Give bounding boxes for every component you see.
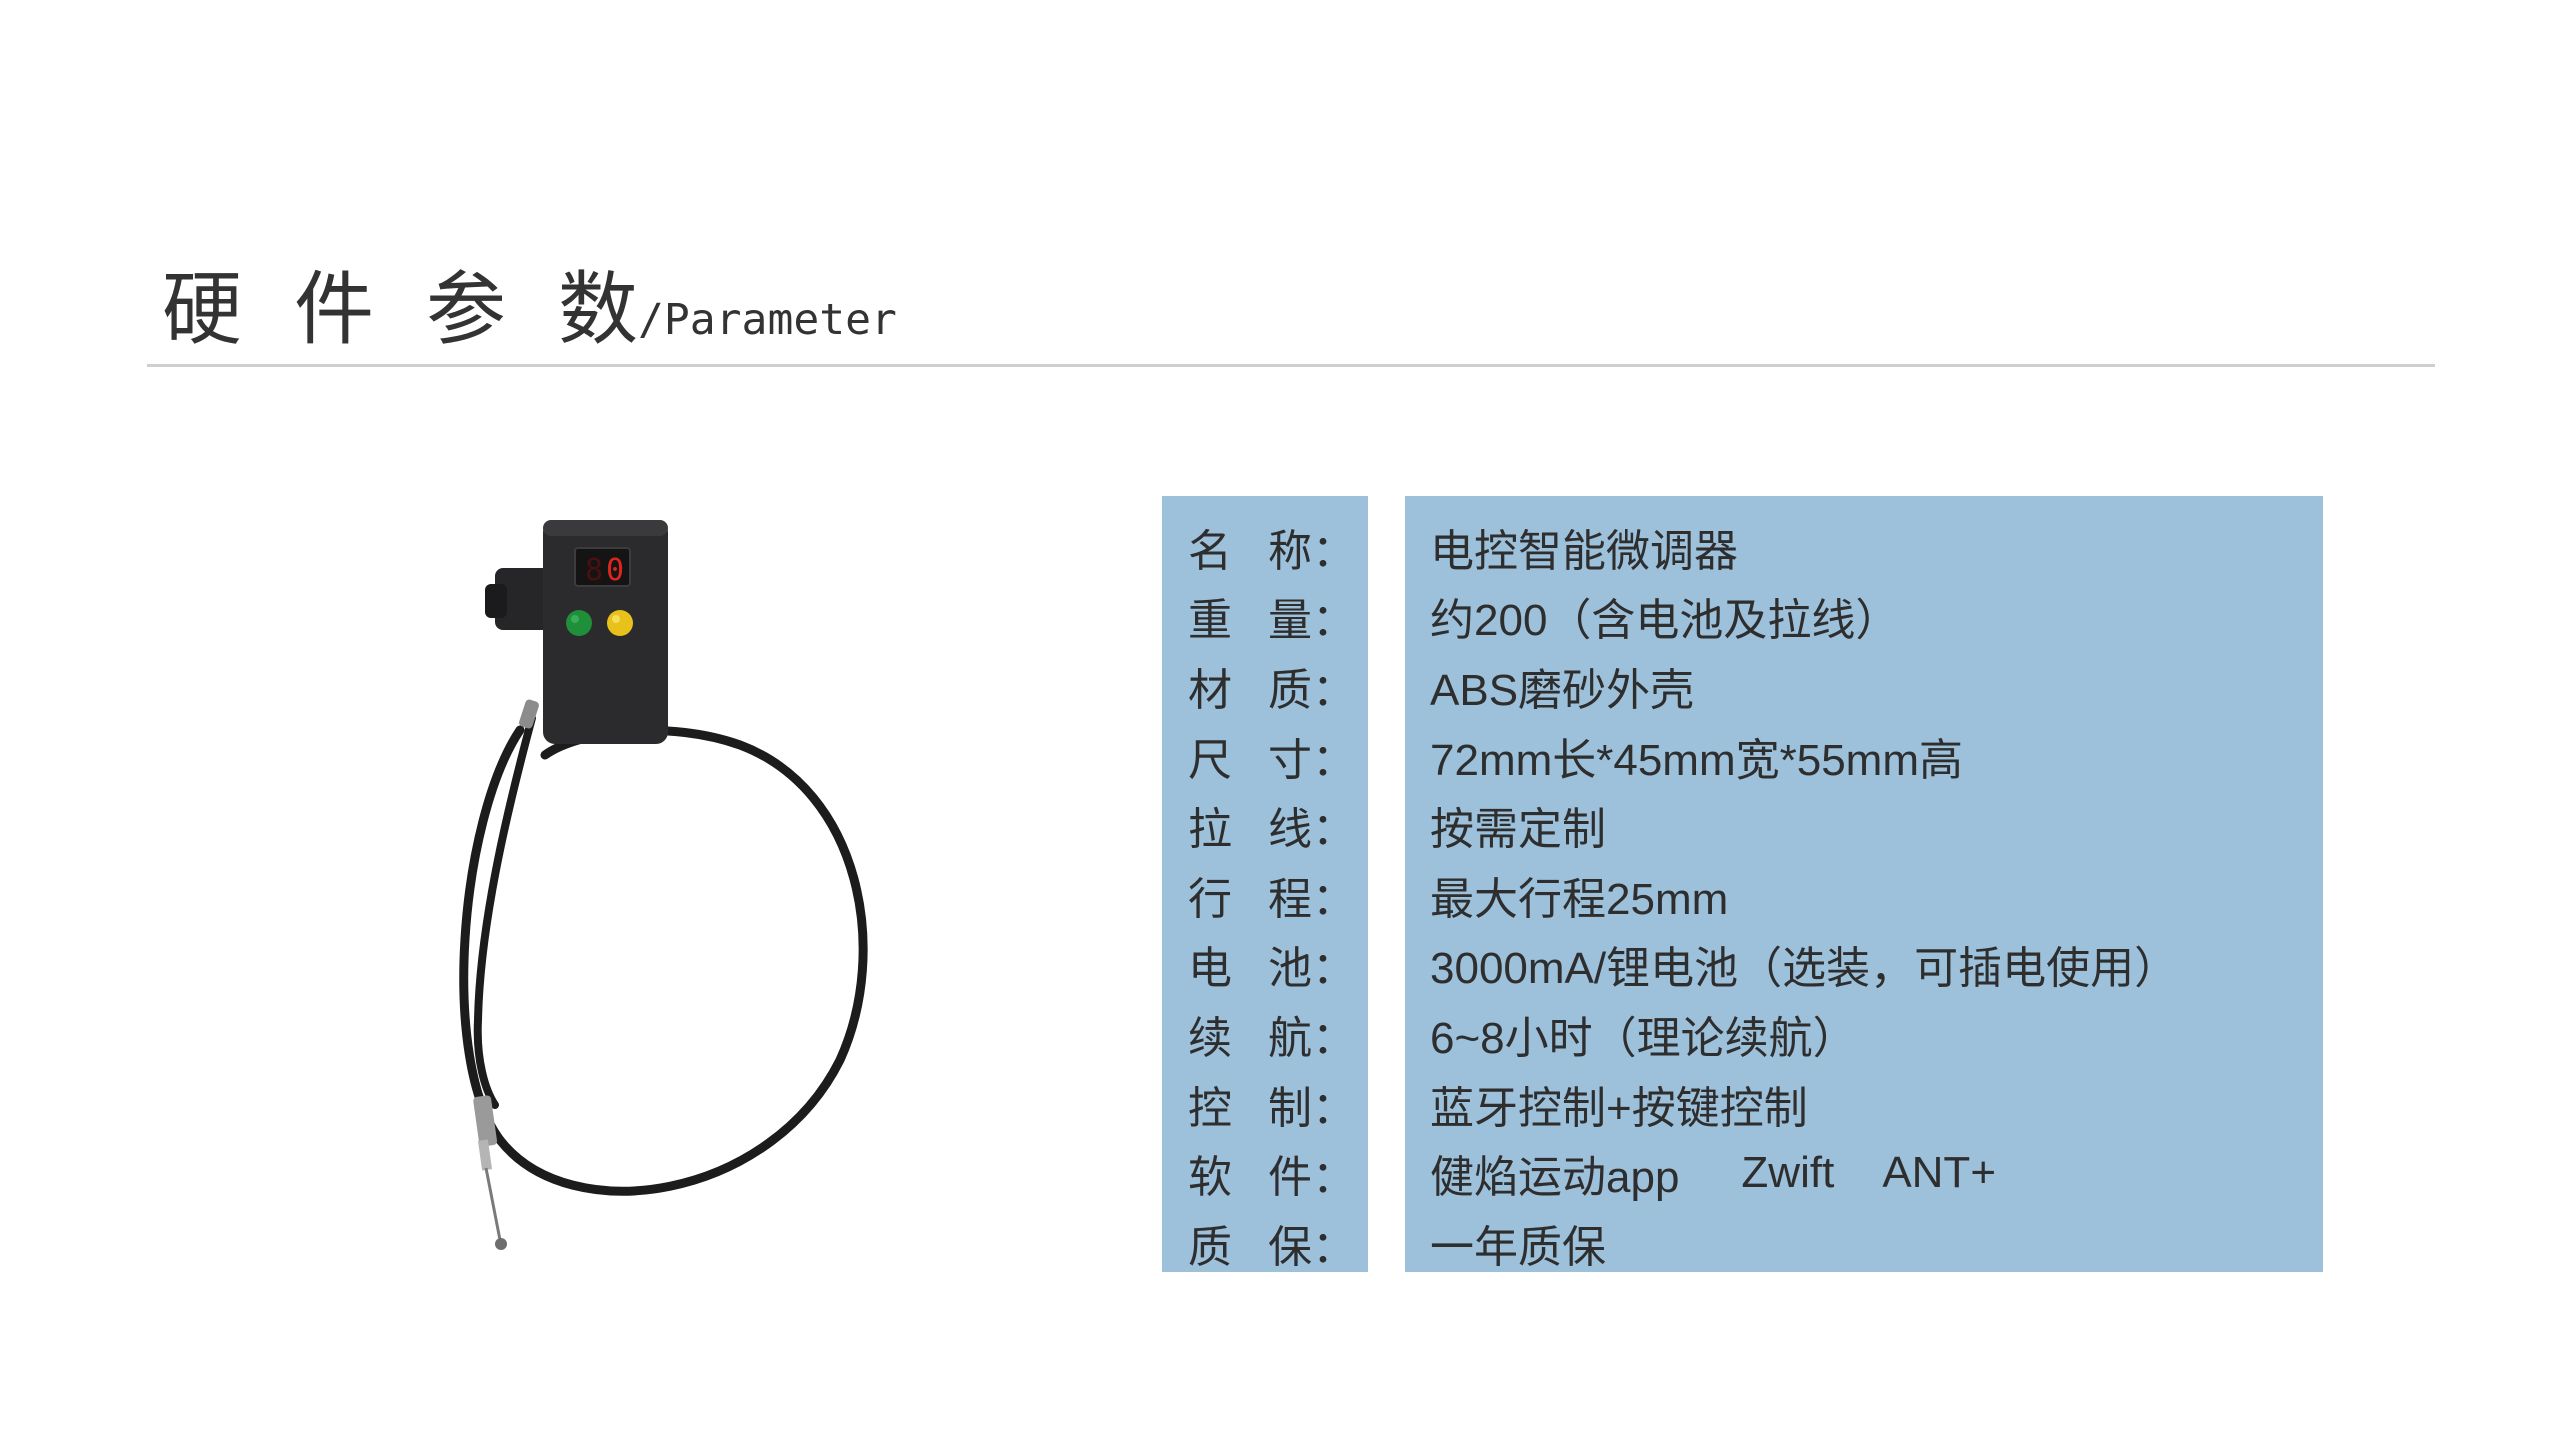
spec-label: 行程 (1188, 873, 1348, 925)
led-display (574, 547, 631, 587)
spec-label: 名称 (1188, 525, 1348, 577)
spec-label: 拉线 (1188, 804, 1348, 856)
spec-label-colon: ： (1312, 943, 1356, 995)
side-clamp (495, 568, 555, 630)
spec-value-software: 健焰运动app Zwift ANT+ (1405, 1138, 2323, 1208)
spec-value: 按需定制 (1430, 805, 1606, 855)
spec-label-panel: 名称： 重量： 材质： 尺寸： 拉线： 行程： 电池： 续航： 控制： 软件： … (1162, 496, 1368, 1273)
spec-label-row: 名称： (1162, 512, 1368, 582)
led-digit-dim: 8 (585, 553, 603, 588)
spec-label: 材质 (1188, 664, 1348, 716)
software-ant: ANT+ (1882, 1148, 1997, 1198)
spec-value-panel: 电控智能微调器 约200（含电池及拉线） ABS磨砂外壳 72mm长*45mm宽… (1405, 496, 2323, 1272)
spec-value: 最大行程25mm (1430, 874, 1729, 924)
spec-value: 电控智能微调器 (1430, 526, 1738, 576)
page-title-english: /Parameter (638, 295, 897, 345)
cable-tail (473, 714, 536, 1109)
spec-label-row: 质保： (1162, 1208, 1368, 1278)
spec-value-list: 电控智能微调器 约200（含电池及拉线） ABS磨砂外壳 72mm长*45mm宽… (1405, 512, 2323, 1278)
spec-label: 重量 (1188, 595, 1348, 647)
led-digit: 0 (606, 553, 624, 588)
spec-label: 续航 (1188, 1012, 1348, 1064)
software-app: 健焰运动app (1430, 1153, 1680, 1203)
spec-label-row: 电池： (1162, 930, 1368, 1000)
spec-label: 软件 (1188, 1152, 1348, 1204)
spec-label-colon: ： (1312, 595, 1356, 647)
inner-wire (484, 1167, 502, 1241)
spec-value: 约200（含电池及拉线） (1430, 596, 1900, 646)
spec-label-colon: ： (1312, 873, 1356, 925)
spec-label-colon: ： (1312, 525, 1356, 577)
spec-value: 蓝牙控制+按键控制 (1430, 1083, 1808, 1133)
spec-label-colon: ： (1312, 1082, 1356, 1134)
cable-loop (459, 725, 868, 1196)
spec-label-row: 续航： (1162, 999, 1368, 1069)
spec-label-row: 重量： (1162, 582, 1368, 652)
spec-label-colon: ： (1312, 664, 1356, 716)
spec-label-row: 行程： (1162, 860, 1368, 930)
product-image: 8 0 (459, 520, 868, 1250)
spec-label-colon: ： (1312, 1012, 1356, 1064)
spec-label-list: 名称： 重量： 材质： 尺寸： 拉线： 行程： 电池： 续航： 控制： 软件： … (1162, 512, 1368, 1278)
spec-label: 质保 (1188, 1221, 1348, 1273)
spec-label: 控制 (1188, 1082, 1348, 1134)
spec-label-row: 材质： (1162, 651, 1368, 721)
spec-value: 3000mA/锂电池（选装，可插电使用） (1430, 944, 2179, 994)
spec-value: 72mm长*45mm宽*55mm高 (1430, 735, 1963, 785)
spec-value: 一年质保 (1430, 1222, 1606, 1272)
spec-label-colon: ： (1312, 734, 1356, 786)
title-divider (147, 364, 2435, 367)
spec-label: 尺寸 (1188, 734, 1348, 786)
side-knob (485, 584, 507, 618)
cable-end-fitting (473, 1095, 498, 1147)
yellow-button (607, 610, 633, 636)
spec-label-colon: ： (1312, 804, 1356, 856)
page-title: 硬件参数 /Parameter (162, 230, 897, 350)
spec-label-row: 拉线： (1162, 790, 1368, 860)
spec-label-colon: ： (1312, 1152, 1356, 1204)
spec-value: 6~8小时（理论续航） (1430, 1013, 1857, 1063)
spec-label-colon: ： (1312, 1221, 1356, 1273)
spec-label: 电池 (1188, 943, 1348, 995)
software-zwift: Zwift (1741, 1148, 1835, 1198)
page-title-chinese: 硬件参数 (162, 263, 690, 356)
spec-value: ABS磨砂外壳 (1430, 665, 1695, 715)
wire-end (495, 1238, 507, 1250)
cable-ferrule-top (519, 699, 539, 729)
spec-label-row: 控制： (1162, 1069, 1368, 1139)
spec-label-row: 尺寸： (1162, 721, 1368, 791)
green-button (566, 610, 592, 636)
spec-label-row: 软件： (1162, 1138, 1368, 1208)
